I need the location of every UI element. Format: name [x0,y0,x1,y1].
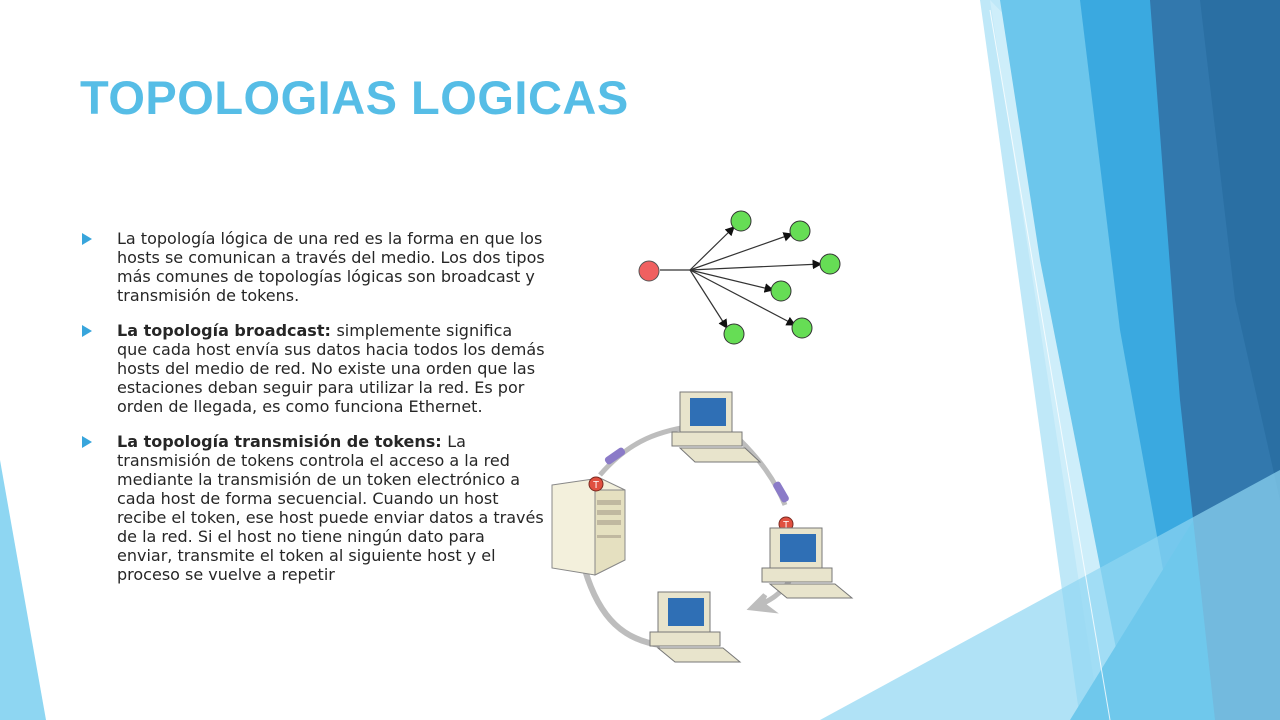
token-label: T [783,520,789,531]
broadcast-host-node [791,317,813,339]
ring-cable [582,569,661,648]
bullet-item-broadcast: La topología broadcast: simplemente sign… [80,321,545,416]
token-ring-diagram: T T [551,391,854,663]
broadcast-host-node [819,253,841,275]
bullet-list: La topología lógica de una red es la for… [80,229,545,600]
bullet-arrow-icon [82,436,92,448]
right-facet-dark [1200,0,1280,500]
left-accent-strip [0,460,46,720]
bullet-lead: La topología broadcast: [117,321,337,340]
token-marker: T [588,476,604,492]
facet-line [989,9,1111,720]
token-connector [773,481,789,503]
broadcast-link [689,226,735,271]
broadcast-host-node [723,323,745,345]
slide-title: TOPOLOGIAS LOGICAS [80,71,629,124]
bullet-text: simplemente significa que cada host enví… [117,321,545,416]
bottom-facet-light [820,470,1280,720]
broadcast-link [689,269,728,330]
broadcast-host-node [770,280,792,302]
bullet-item-token: La topología transmisión de tokens: La t… [80,432,545,584]
broadcast-diagram [638,210,841,345]
computer-icon [761,527,854,599]
broadcast-host-node [730,210,752,232]
broadcast-link [689,259,823,271]
bullet-arrow-icon [82,325,92,337]
token-connector [604,447,626,465]
server-tower-icon [551,477,626,576]
bullet-item-definition: La topología lógica de una red es la for… [80,229,545,305]
computer-icon [649,591,742,663]
broadcast-host-node [789,220,811,242]
computer-icon [671,391,762,463]
bullet-text: La transmisión de tokens controla el acc… [117,432,544,584]
bullet-text: La topología lógica de una red es la for… [117,229,545,305]
broadcast-source-node [638,260,660,282]
token-label: T [593,480,599,491]
bullet-arrow-icon [82,233,92,245]
broadcast-link [689,232,794,271]
bullet-lead: La topología transmisión de tokens: [117,432,448,451]
broadcast-link [689,269,775,293]
broadcast-link [689,269,797,326]
